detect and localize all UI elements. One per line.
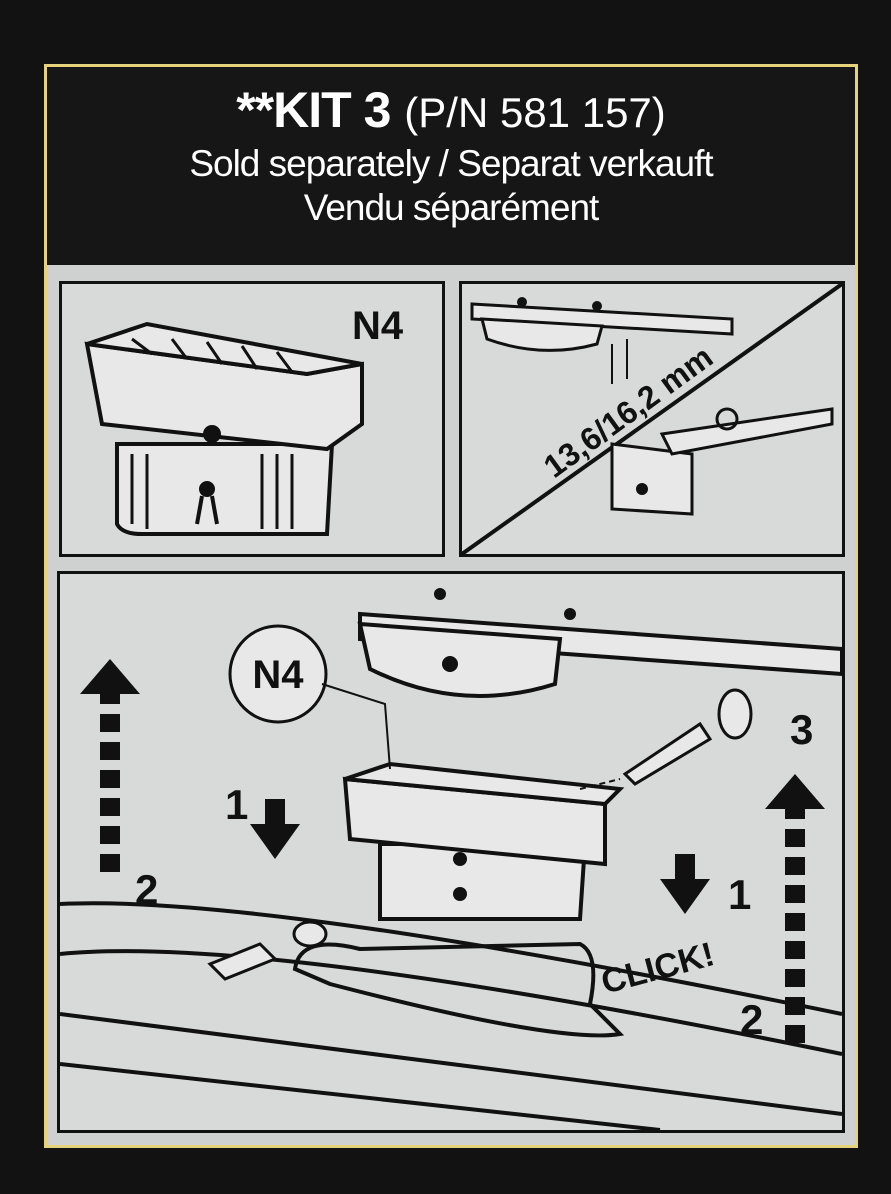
arrow-up-right-icon <box>765 774 825 1043</box>
n4-callout-label: N4 <box>252 653 304 697</box>
n4-label: N4 <box>352 304 404 348</box>
diagonal-divider <box>460 282 844 556</box>
step-3: 3 <box>790 706 813 753</box>
arrow-down-left-icon <box>250 799 300 859</box>
panel-dimension: 13,6/16,2 mm <box>459 281 845 557</box>
installation-illustration: N4 2 1 3 1 CLICK! <box>59 588 844 1132</box>
arrow-down-right-icon <box>660 854 710 914</box>
step-2-right: 2 <box>740 996 763 1043</box>
instruction-label: **KIT 3 (P/N 581 157) Sold separately / … <box>44 64 858 1148</box>
sold-separately-fr: Vendu séparément <box>303 187 600 228</box>
click-text: CLICK! <box>597 935 718 1002</box>
label-header: **KIT 3 (P/N 581 157) Sold separately / … <box>47 67 855 265</box>
panel-installation: N4 2 1 3 1 CLICK! <box>57 571 845 1133</box>
arrow-up-left-icon <box>80 659 140 872</box>
part-number: (P/N 581 157) <box>404 89 666 136</box>
kit-title: **KIT 3 (P/N 581 157) <box>47 81 855 142</box>
step-1-right: 1 <box>728 871 751 918</box>
kit-name: KIT 3 <box>273 82 391 138</box>
dimension-illustration: 13,6/16,2 mm <box>460 282 844 556</box>
step-1-left: 1 <box>225 781 248 828</box>
step-2-left: 2 <box>135 866 158 913</box>
n4-callout-circle <box>228 624 328 724</box>
n4-part-illustration: N4 <box>84 304 404 536</box>
sold-separately-en-de: Sold separately / Separat verkauft <box>189 143 713 184</box>
kit-stars: ** <box>236 82 274 138</box>
panel-part-n4: N4 <box>59 281 445 557</box>
